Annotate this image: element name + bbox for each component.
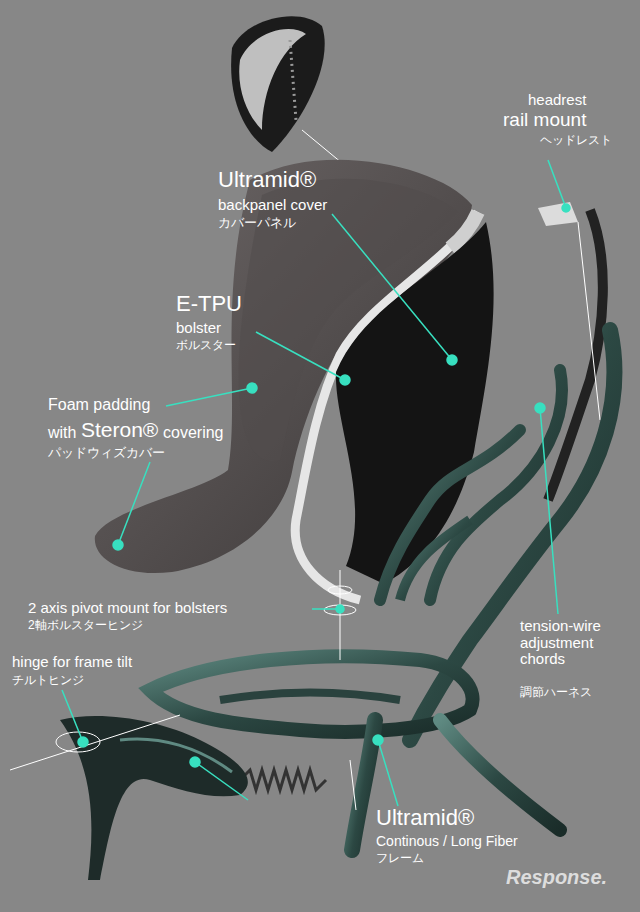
japanese-name: フレーム	[376, 852, 424, 865]
part-name: rail mount	[503, 110, 586, 131]
japanese-name: パッドウィズカバー	[48, 446, 165, 460]
watermark: Response.	[506, 866, 607, 888]
part-name: Continous / Long Fiber	[376, 834, 518, 849]
japanese-name: チルトヒンジ	[12, 674, 84, 687]
part-name: tension-wire adjustment chords	[520, 618, 620, 668]
part-name: bolster	[176, 320, 221, 337]
japanese-name: 調節ハーネス	[520, 686, 592, 699]
part-name: headrest	[528, 92, 586, 109]
japanese-name: ボルスター	[176, 339, 236, 352]
part-name: Ultramid®	[218, 168, 316, 192]
part-name: 2 axis pivot mount for bolsters	[28, 600, 227, 617]
japanese-name: カバーパネル	[218, 216, 296, 230]
part-name: with	[48, 424, 76, 442]
part-name: Foam padding	[48, 396, 150, 414]
japanese-name: ヘッドレスト	[540, 134, 612, 147]
part-name: Steron®	[81, 418, 158, 441]
japanese-name: 2軸ボルスターヒンジ	[28, 619, 143, 632]
part-name: Ultramid®	[376, 806, 474, 830]
part-name: E-TPU	[176, 292, 242, 316]
part-name: backpanel cover	[218, 197, 327, 214]
part-name: hinge for frame tilt	[12, 654, 132, 671]
part-name: covering	[163, 424, 223, 442]
